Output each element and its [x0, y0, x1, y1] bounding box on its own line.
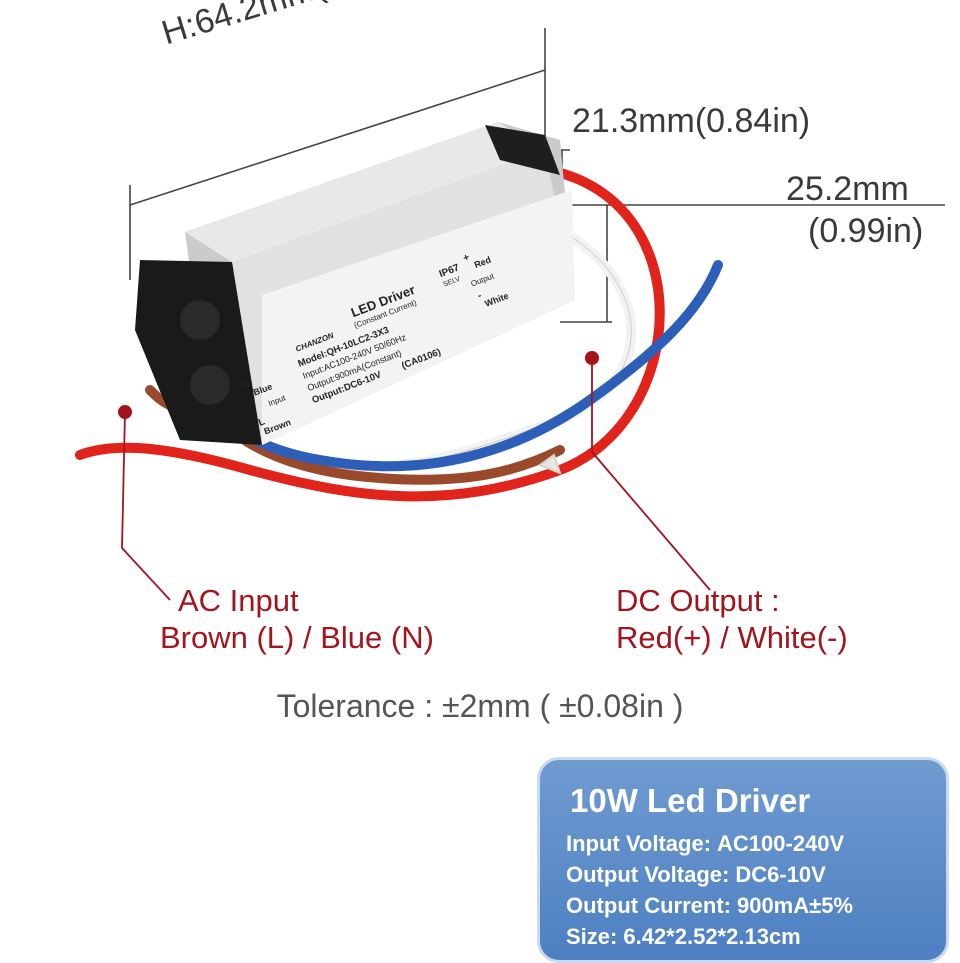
label-l: L: [257, 416, 267, 428]
dimension-height-mm: 25.2mm: [786, 170, 909, 208]
ac-input-marker: [118, 405, 132, 419]
tolerance-note: Tolerance : ±2mm ( ±0.08in ): [276, 688, 684, 724]
spec-value: 900mA±5%: [736, 893, 853, 918]
spec-label: Output Current:: [566, 893, 731, 918]
dc-output-callout: DC Output : Red(+) / White(-): [616, 582, 848, 656]
label-minus: -: [476, 290, 483, 301]
spec-value: 6.42*2.52*2.13cm: [623, 924, 801, 949]
spec-value: AC100-240V: [717, 831, 845, 856]
spec-label: Input Voltage:: [566, 831, 712, 856]
ac-input-callout: AC Input Brown (L) / Blue (N): [160, 582, 434, 656]
ac-input-wires: Brown (L) / Blue (N): [160, 620, 434, 656]
spec-row-size: Size:6.42*2.52*2.13cm: [566, 921, 946, 952]
led-driver-housing: [135, 122, 575, 445]
dimension-height-in: (0.99in): [808, 212, 924, 250]
callout-lines: [121, 360, 711, 601]
dimension-width: 21.3mm(0.84in): [572, 102, 811, 140]
dc-output-marker: [585, 351, 599, 365]
spec-row-output-voltage: Output Voltage:DC6-10V: [566, 859, 946, 890]
spec-value: DC6-10V: [735, 862, 826, 887]
spec-label: Output Voltage:: [566, 862, 730, 887]
spec-panel: 10W Led Driver Input Voltage:AC100-240V …: [537, 757, 949, 963]
dc-output-title: DC Output :: [616, 583, 780, 618]
spec-title: 10W Led Driver: [570, 782, 811, 819]
spec-label: Size:: [566, 924, 618, 949]
label-plus: +: [462, 252, 472, 264]
spec-row-input-voltage: Input Voltage:AC100-240V: [566, 828, 946, 859]
spec-row-output-current: Output Current:900mA±5%: [566, 890, 946, 921]
dc-output-wires: Red(+) / White(-): [616, 620, 848, 656]
label-n: N: [241, 379, 252, 392]
ac-input-title: AC Input: [178, 583, 299, 618]
